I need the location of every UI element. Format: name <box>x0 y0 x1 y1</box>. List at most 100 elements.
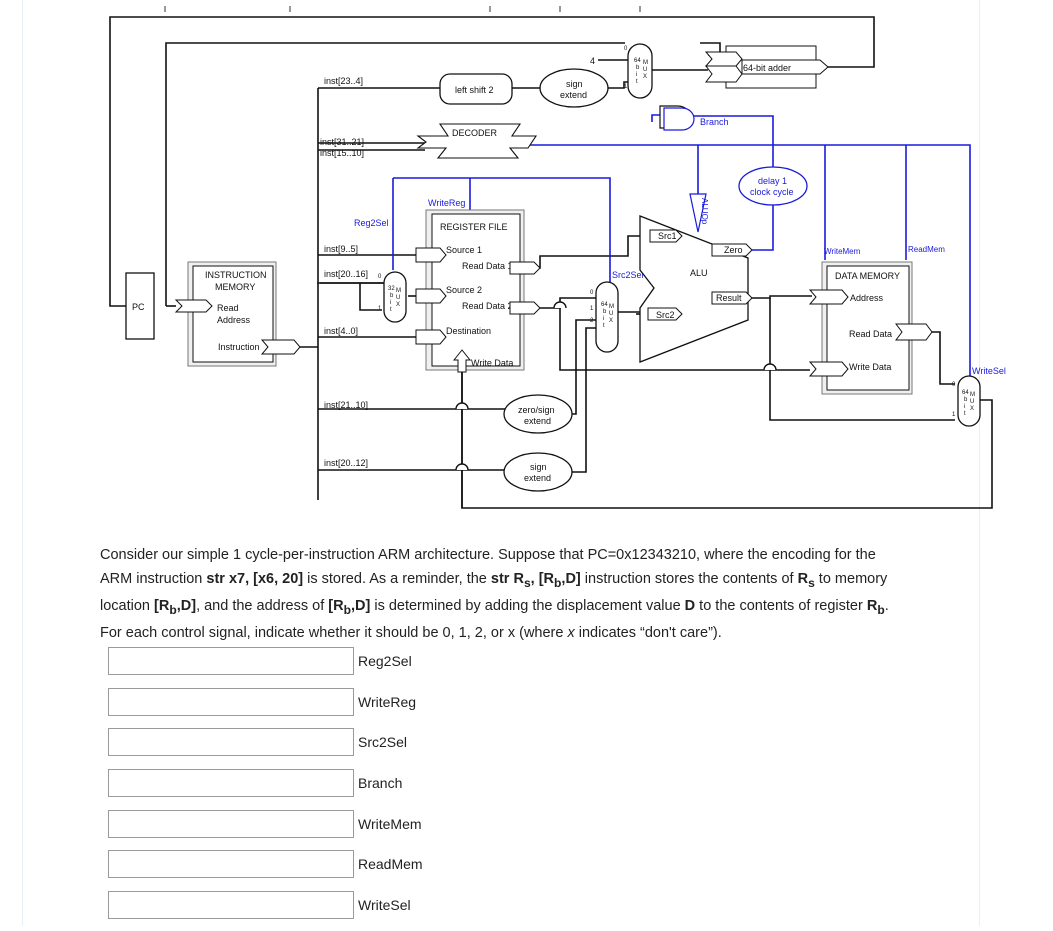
src2-mux: Src2Sel 64 M b U i X t 0 1 2 <box>590 270 644 353</box>
svg-text:Address: Address <box>217 315 251 325</box>
branch-input[interactable] <box>108 769 354 798</box>
branch-mux: 64 M b U i X t 0 1 <box>624 43 653 99</box>
src2sel-label: Src2Sel <box>358 734 408 751</box>
writemem-label: WriteMem <box>358 815 422 832</box>
alu: Src1 Src2 ALU Zero Result ALUOp <box>639 193 753 363</box>
svg-text:32: 32 <box>388 286 395 292</box>
svg-text:ALUOp: ALUOp <box>700 198 709 225</box>
svg-text:inst[31..21]: inst[31..21] <box>320 137 364 147</box>
svg-text:DECODER: DECODER <box>452 128 498 138</box>
svg-text:INSTRUCTION: INSTRUCTION <box>205 270 267 280</box>
svg-text:sign: sign <box>530 462 547 472</box>
svg-text:delay 1: delay 1 <box>758 176 787 186</box>
svg-text:Zero: Zero <box>724 245 743 255</box>
constant-four: 4 <box>590 56 595 66</box>
svg-text:i: i <box>964 404 965 410</box>
svg-text:DATA MEMORY: DATA MEMORY <box>835 271 900 281</box>
svg-text:64: 64 <box>962 390 969 396</box>
reg2sel-label: Reg2Sel <box>354 218 389 228</box>
svg-text:Read: Read <box>217 303 239 313</box>
data-memory: WriteMem ReadMem DATA MEMORY Address Rea… <box>808 245 945 395</box>
svg-text:Branch: Branch <box>700 117 729 127</box>
svg-text:t: t <box>964 411 966 417</box>
svg-text:t: t <box>390 307 392 313</box>
svg-text:inst[20..12]: inst[20..12] <box>324 458 368 468</box>
datapath-diagram: PC INSTRUCTION MEMORY Read Address Instr… <box>109 6 1006 509</box>
svg-text:X: X <box>609 318 613 324</box>
left-shift-unit: left shift 2 <box>439 73 513 105</box>
svg-text:inst[15..10]: inst[15..10] <box>320 148 364 158</box>
svg-text:1: 1 <box>590 306 594 312</box>
svg-text:Read Data 1: Read Data 1 <box>462 261 513 271</box>
question-text: Consider our simple 1 cycle-per-instruct… <box>100 547 889 642</box>
svg-text:extend: extend <box>524 416 551 426</box>
svg-text:WriteMem: WriteMem <box>824 247 861 256</box>
svg-text:t: t <box>636 79 638 85</box>
writemem-input[interactable] <box>108 809 354 838</box>
svg-text:1: 1 <box>952 412 956 418</box>
sign-extend-top: sign extend <box>539 68 609 108</box>
svg-text:64-bit adder: 64-bit adder <box>743 63 791 73</box>
left-rail <box>22 0 23 926</box>
svg-text:inst[20..16]: inst[20..16] <box>324 269 368 279</box>
writesel-input[interactable] <box>108 891 354 920</box>
svg-text:0: 0 <box>378 274 382 280</box>
svg-text:0: 0 <box>624 46 628 52</box>
svg-text:0: 0 <box>952 382 956 388</box>
svg-text:b: b <box>964 397 968 403</box>
svg-text:i: i <box>603 316 604 322</box>
src2sel-input[interactable] <box>108 728 354 757</box>
svg-text:left shift 2: left shift 2 <box>455 85 494 95</box>
writereg-label: WriteReg <box>358 693 417 710</box>
answer-row-reg2sel: Reg2Sel <box>108 646 423 676</box>
pc-adder: 64-bit adder <box>704 45 829 89</box>
datapath-wires <box>109 16 993 509</box>
svg-text:X: X <box>643 74 647 80</box>
svg-text:ReadMem: ReadMem <box>908 245 945 254</box>
svg-text:Read Data 2: Read Data 2 <box>462 301 513 311</box>
svg-text:extend: extend <box>560 90 587 100</box>
writesel-label: WriteSel <box>358 897 411 914</box>
svg-text:WriteSel: WriteSel <box>972 366 1006 376</box>
reg2sel-input[interactable] <box>108 647 354 675</box>
writereg-input[interactable] <box>108 687 354 716</box>
svg-text:i: i <box>636 72 637 78</box>
wire-crossings <box>455 301 777 471</box>
svg-text:Source 1: Source 1 <box>446 245 482 255</box>
svg-text:M: M <box>396 288 401 294</box>
readmem-input[interactable] <box>108 850 354 879</box>
svg-text:WriteReg: WriteReg <box>428 198 465 208</box>
cutoff-top-text <box>164 6 641 12</box>
svg-text:2: 2 <box>590 318 594 324</box>
svg-text:X: X <box>970 406 974 412</box>
svg-text:i: i <box>390 300 391 306</box>
svg-text:0: 0 <box>590 290 594 296</box>
svg-text:U: U <box>643 67 647 73</box>
svg-text:Read Data: Read Data <box>849 329 892 339</box>
svg-text:Destination: Destination <box>446 326 491 336</box>
svg-text:inst[4..0]: inst[4..0] <box>324 326 358 336</box>
svg-text:t: t <box>603 323 605 329</box>
answer-row-writemem: WriteMem <box>108 809 423 839</box>
answer-form: Reg2Sel WriteReg Src2Sel Branch WriteMem… <box>108 646 423 931</box>
svg-text:M: M <box>609 304 614 310</box>
decoder: DECODER <box>416 123 538 159</box>
svg-text:Result: Result <box>716 293 742 303</box>
register-file: WriteReg REGISTER FILE Source 1 Read Dat… <box>415 198 541 373</box>
svg-text:1: 1 <box>378 306 382 312</box>
svg-text:Write Data: Write Data <box>471 358 513 368</box>
svg-text:b: b <box>603 309 607 315</box>
svg-text:b: b <box>636 65 640 71</box>
zero-sign-extend: zero/sign extend <box>503 394 573 434</box>
instruction-field-labels: inst[23..4] inst[31..21] inst[15..10] in… <box>320 76 368 468</box>
svg-text:extend: extend <box>524 473 551 483</box>
svg-text:Src1: Src1 <box>658 231 677 241</box>
sign-extend-bottom: sign extend <box>503 452 573 492</box>
answer-row-src2sel: Src2Sel <box>108 727 423 757</box>
svg-text:Instruction: Instruction <box>218 342 260 352</box>
delay-unit: delay 1 clock cycle <box>738 166 808 206</box>
svg-text:ALU: ALU <box>690 268 708 278</box>
instruction-memory: INSTRUCTION MEMORY Read Address Instruct… <box>174 261 301 367</box>
answer-row-writesel: WriteSel <box>108 890 423 920</box>
